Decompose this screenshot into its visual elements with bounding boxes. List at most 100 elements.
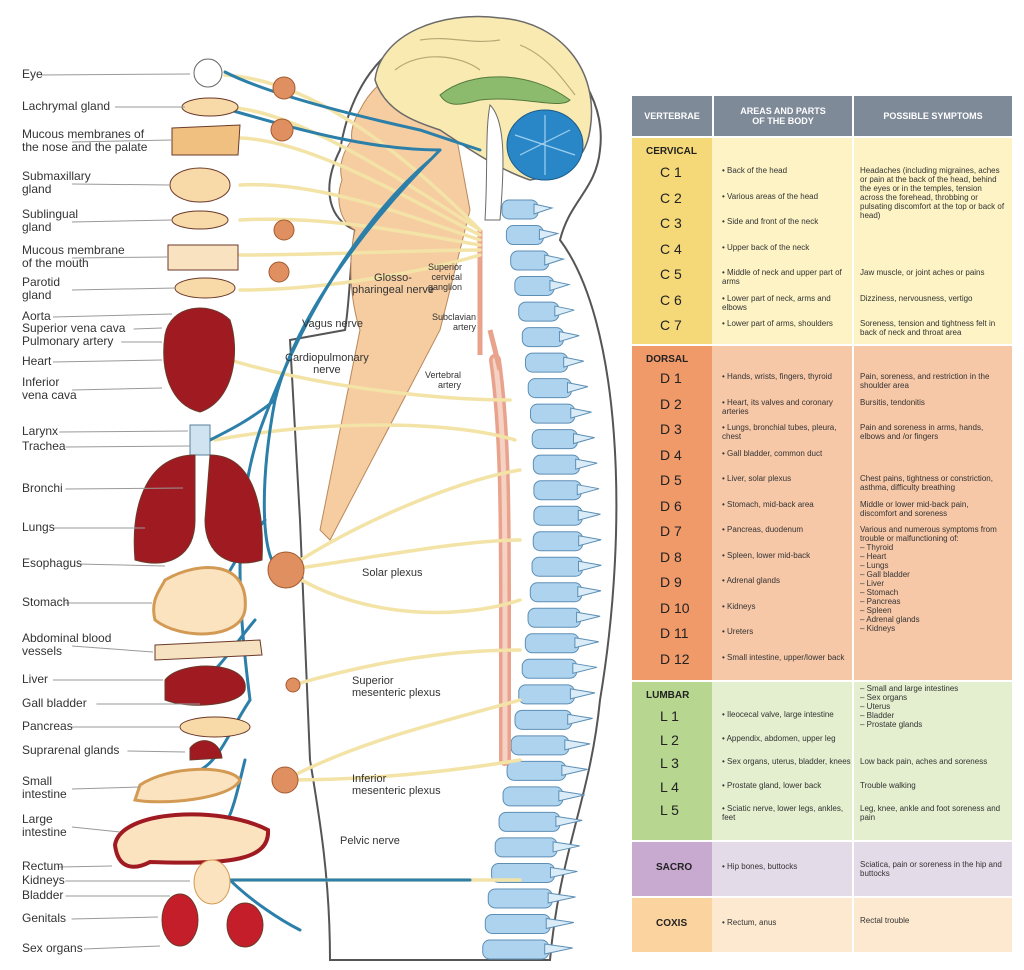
vertebra-code: L 5 <box>660 802 679 818</box>
vertebra <box>514 276 555 297</box>
organ-label-larynx: Larynx <box>22 424 59 438</box>
vertebra <box>487 888 553 909</box>
spinous-process <box>533 203 554 215</box>
solar-plexus-label: Solar plexus <box>362 567 423 579</box>
spinous-process <box>578 560 602 572</box>
vertebra <box>510 250 550 271</box>
vertebra <box>524 352 569 373</box>
symptom: Rectal trouble <box>860 916 910 925</box>
organ-label-parotid: Parotid gland <box>22 275 61 302</box>
vertebra <box>524 633 580 654</box>
spinous-process <box>547 892 576 904</box>
organ-label-sex-organs: Sex organs <box>22 941 83 955</box>
column-divider <box>852 682 854 840</box>
vertebra-code: D 8 <box>660 548 682 565</box>
vertebra <box>527 378 572 399</box>
symptom: Pain, soreness, and restriction in the s… <box>860 372 990 390</box>
body-area: Middle of neck and upper part of arms <box>722 268 852 286</box>
spinous-process <box>563 356 584 368</box>
spinous-process <box>549 279 571 292</box>
body-area: Adrenal glands <box>722 576 852 585</box>
spinous-process <box>561 764 588 777</box>
leader-line <box>133 327 163 330</box>
section-name: SACRO <box>656 862 693 873</box>
vertebra-code: D 10 <box>660 599 690 616</box>
spinous-process <box>576 611 601 623</box>
vertebra-code: D 11 <box>660 625 689 641</box>
vertebra <box>518 301 560 322</box>
vertebra <box>527 607 582 628</box>
organ-label-kidneys: Kidneys <box>22 873 65 887</box>
vertebra-code: C 7 <box>660 317 682 333</box>
brainstem <box>484 103 504 221</box>
organs <box>112 58 271 948</box>
organ-label-trachea: Trachea <box>22 439 66 453</box>
body-area: Lungs, bronchial tubes, pleura, chest <box>722 423 852 441</box>
vertebra <box>533 480 582 501</box>
vertebra <box>529 403 576 424</box>
vertebra <box>501 199 539 220</box>
vertebra-code: C 4 <box>660 240 682 257</box>
leader-line <box>71 183 171 186</box>
section-coxis: COXIS Rectum, anus Rectal trouble <box>632 898 1012 952</box>
vertebra <box>482 939 550 960</box>
spinous-process <box>569 688 596 700</box>
symptom: Sciatica, pain or soreness in the hip an… <box>860 860 1002 878</box>
vertebra <box>521 658 578 679</box>
symptom: Low back pain, aches and soreness <box>860 757 988 766</box>
organ-label-gall-bladder: Gall bladder <box>22 696 87 710</box>
organ-label-lachrymal-gland: Lachrymal gland <box>22 99 111 113</box>
section-dorsal-column <box>632 346 712 680</box>
leader-line <box>71 916 159 920</box>
leader-line <box>71 826 121 833</box>
leader-line <box>71 786 141 790</box>
organ-label-superior-vena-cava: Superior vena cava <box>22 321 126 335</box>
vertebra-code: D 6 <box>660 497 682 514</box>
vertebra <box>514 709 573 730</box>
spinous-process <box>570 407 592 419</box>
body-area: Upper back of the neck <box>722 243 852 252</box>
body-area: Ileocecal valve, large intestine <box>722 710 852 719</box>
body-area: Lower part of arms, shoulders <box>722 319 852 328</box>
inferior-mesenteric-plexus-label: Inferior mesenteric plexus <box>352 773 441 797</box>
column-divider <box>852 898 854 952</box>
body-area: Rectum, anus <box>722 918 852 927</box>
spinous-process <box>564 739 591 751</box>
organ-label-mucous-membranes-of: Mucous membranes of the nose and the pal… <box>22 127 148 154</box>
section-name: COXIS <box>656 918 688 929</box>
vertebra-code: L 4 <box>660 778 679 795</box>
vertebra <box>533 505 583 526</box>
organ-label-inferior: Inferior vena cava <box>22 375 77 402</box>
vertebra-code: D 9 <box>660 574 682 590</box>
corpus-callosum <box>439 76 571 105</box>
vertebra <box>531 556 584 577</box>
spinous-process <box>578 535 602 547</box>
glosso-pharyngeal-nerve-label: Glosso- pharingeal nerve <box>352 272 434 296</box>
spinous-process <box>554 305 575 317</box>
symptom: Middle or lower mid-back pain, discomfor… <box>860 499 969 518</box>
organ-label-lungs: Lungs <box>22 520 55 534</box>
organ-label-suprarenal-glands: Suprarenal glands <box>22 743 120 757</box>
vertebra-code: C 1 <box>660 164 682 180</box>
body-area: Back of the head <box>722 166 852 175</box>
symptom: – Small and large intestines – Sex organ… <box>860 684 959 729</box>
spinous-process <box>558 330 580 343</box>
body-area: Various areas of the head <box>722 192 852 201</box>
body-area: Appendix, abdomen, upper leg <box>722 734 852 743</box>
vertebra-code: L 2 <box>660 731 679 748</box>
organ-label-stomach: Stomach <box>22 595 70 609</box>
nervous-system-diagram <box>40 15 618 961</box>
vertebra-code: C 2 <box>660 189 682 206</box>
organ-label-liver: Liver <box>22 672 49 686</box>
vertebra-code: D 7 <box>660 523 682 539</box>
vertebra-code: L 3 <box>660 755 679 771</box>
body-area: Liver, solar plexus <box>722 474 852 483</box>
nerve-bundle <box>213 73 522 882</box>
leader-line <box>77 563 166 567</box>
spinous-process <box>549 866 578 879</box>
symptom: Leg, knee, ankle and foot soreness and p… <box>860 804 1001 822</box>
header-areas: AREAS AND PARTS OF THE BODY <box>714 96 852 136</box>
symptom: Bursitis, tendonitis <box>860 397 925 407</box>
vertebra <box>498 811 561 832</box>
leader-line <box>83 945 161 950</box>
